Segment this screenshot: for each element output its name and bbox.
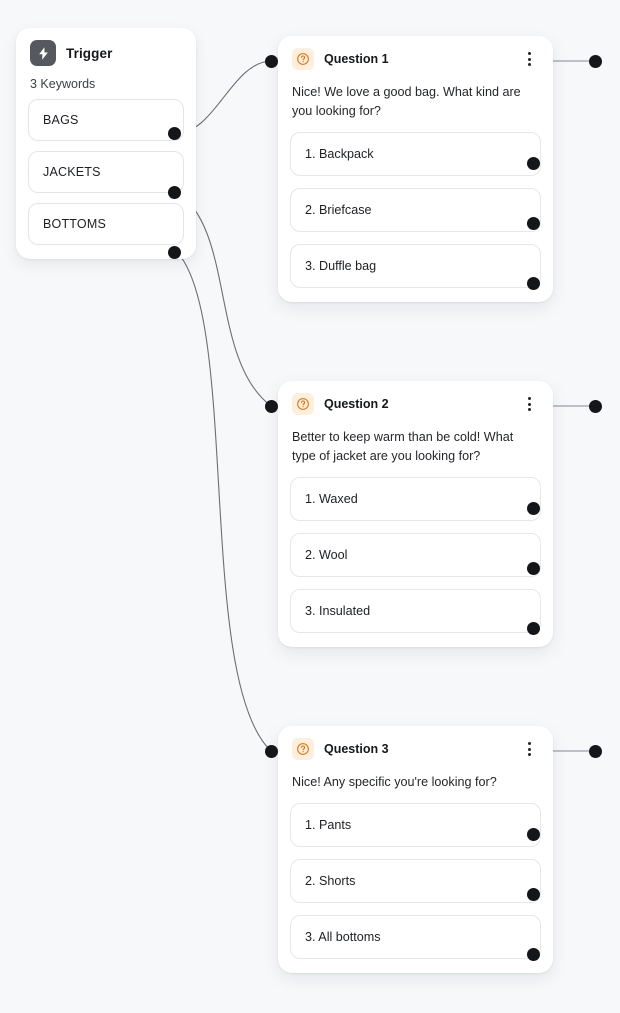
question-prompt: Nice! Any specific you're looking for? (292, 775, 497, 789)
answer-option[interactable]: 3. Duffle bag (290, 244, 541, 288)
question-node-1[interactable]: Question 1 Nice! We love a good bag. Wha… (278, 36, 553, 302)
question-prompt: Better to keep warm than be cold! What t… (292, 430, 514, 463)
answer-label: 2. Shorts (305, 874, 356, 888)
answer-port-q2-a3[interactable] (527, 622, 540, 635)
keyword-label: JACKETS (43, 165, 101, 179)
answer-label: 3. Insulated (305, 604, 371, 618)
input-port-question3[interactable] (265, 745, 278, 758)
question-title: Question 3 (324, 742, 389, 756)
trigger-title: Trigger (66, 45, 113, 61)
answer-port-q3-a1[interactable] (527, 828, 540, 841)
keyword-label: BAGS (43, 113, 79, 127)
answer-port-q2-a1[interactable] (527, 502, 540, 515)
question-mark-circle-icon (292, 48, 314, 70)
input-port-question1[interactable] (265, 55, 278, 68)
kebab-menu-icon[interactable] (521, 739, 537, 759)
kebab-menu-icon[interactable] (521, 49, 537, 69)
question-prompt: Nice! We love a good bag. What kind are … (292, 85, 521, 118)
answer-label: 1. Pants (305, 818, 352, 832)
answer-option[interactable]: 1. Pants (290, 803, 541, 847)
answer-port-q1-a1[interactable] (527, 157, 540, 170)
question-title: Question 1 (324, 52, 389, 66)
lightning-bolt-icon (30, 40, 56, 66)
question-node-3[interactable]: Question 3 Nice! Any specific you're loo… (278, 726, 553, 973)
answer-port-q1-a3[interactable] (527, 277, 540, 290)
output-port-bottoms[interactable] (168, 246, 181, 259)
question-header: Question 2 (290, 393, 541, 415)
answer-option[interactable]: 3. All bottoms (290, 915, 541, 959)
keyword-chip-bags[interactable]: BAGS (28, 99, 184, 141)
answer-label: 2. Wool (305, 548, 348, 562)
answer-port-q3-a2[interactable] (527, 888, 540, 901)
edge-bottoms-to-question3 (176, 251, 272, 752)
kebab-menu-icon[interactable] (521, 394, 537, 414)
trigger-node[interactable]: Trigger 3 Keywords BAGS JACKETS BOTTOMS (16, 28, 196, 259)
output-port-jackets[interactable] (168, 186, 181, 199)
question-node-2[interactable]: Question 2 Better to keep warm than be c… (278, 381, 553, 647)
keyword-chip-jackets[interactable]: JACKETS (28, 151, 184, 193)
trigger-header: Trigger (28, 40, 184, 66)
input-port-question2[interactable] (265, 400, 278, 413)
answer-option[interactable]: 1. Waxed (290, 477, 541, 521)
output-port-bags[interactable] (168, 127, 181, 140)
output-port-question2[interactable] (589, 400, 602, 413)
answer-port-q1-a2[interactable] (527, 217, 540, 230)
question-mark-circle-icon (292, 738, 314, 760)
answer-label: 3. Duffle bag (305, 259, 377, 273)
answer-option[interactable]: 2. Shorts (290, 859, 541, 903)
answer-port-q2-a2[interactable] (527, 562, 540, 575)
keyword-chip-bottoms[interactable]: BOTTOMS (28, 203, 184, 245)
question-mark-circle-icon (292, 393, 314, 415)
question-title: Question 2 (324, 397, 389, 411)
answer-option[interactable]: 2. Wool (290, 533, 541, 577)
answer-label: 1. Waxed (305, 492, 358, 506)
question-header: Question 1 (290, 48, 541, 70)
answer-label: 3. All bottoms (305, 930, 381, 944)
answer-option[interactable]: 3. Insulated (290, 589, 541, 633)
output-port-question1[interactable] (589, 55, 602, 68)
answer-port-q3-a3[interactable] (527, 948, 540, 961)
answer-label: 2. Briefcase (305, 203, 372, 217)
keyword-count-label: 3 Keywords (30, 77, 96, 91)
output-port-question3[interactable] (589, 745, 602, 758)
answer-option[interactable]: 1. Backpack (290, 132, 541, 176)
answer-label: 1. Backpack (305, 147, 374, 161)
question-header: Question 3 (290, 738, 541, 760)
keyword-label: BOTTOMS (43, 217, 106, 231)
answer-option[interactable]: 2. Briefcase (290, 188, 541, 232)
